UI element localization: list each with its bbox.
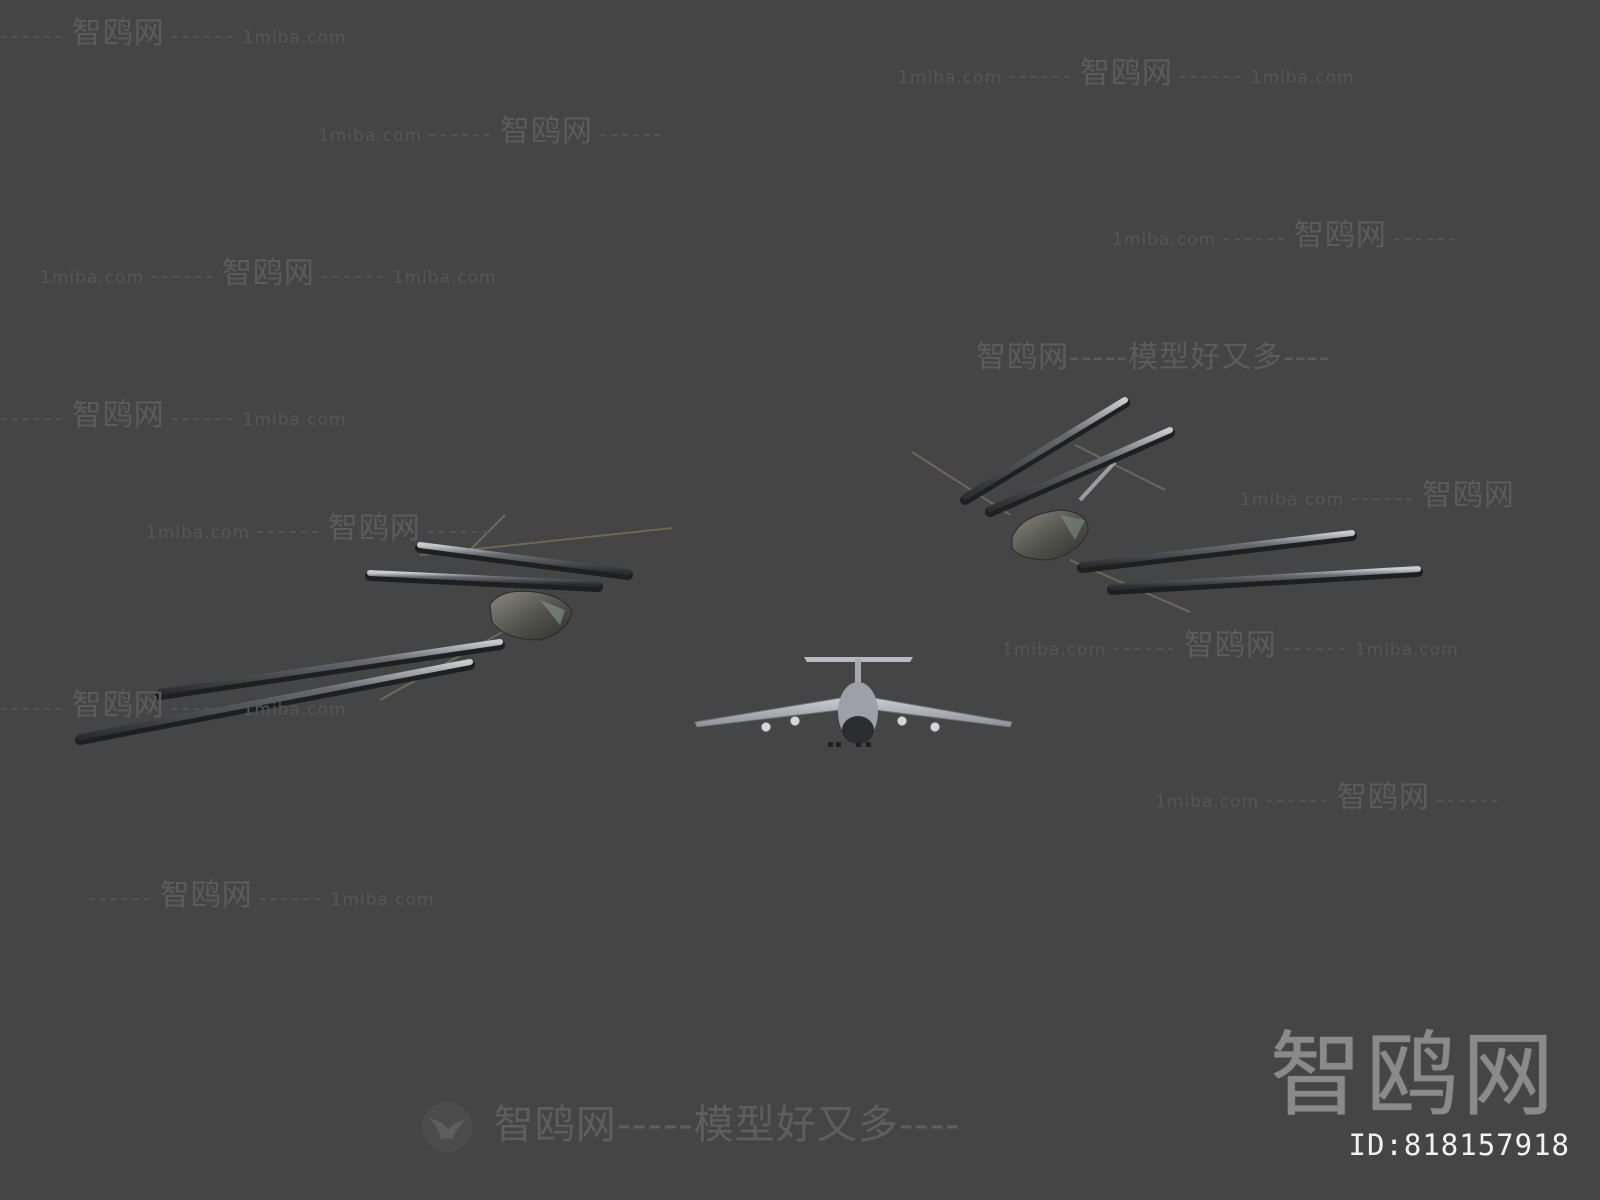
brand-logo-text: 智鸥网 xyxy=(1269,1022,1558,1129)
watermark: 1miba.com ------ 智鸥网 ------ xyxy=(318,114,665,149)
engine-tube xyxy=(415,542,633,580)
watermark: 1miba.com ------ 智鸥网 ------ 1miba.com xyxy=(40,256,497,291)
watermark: 1miba.com ------ 智鸥网 ------ xyxy=(1155,780,1502,815)
watermark: 1miba.com ------ 智鸥网 ------ xyxy=(146,511,493,546)
watermark: ------ 智鸥网 ------ 1miba.com xyxy=(0,16,347,51)
asset-id-label: ID:818157918 xyxy=(1348,1128,1570,1162)
engine-tube xyxy=(365,570,603,592)
cargo-plane-angled-right xyxy=(911,397,1423,613)
watermark: ------ 智鸥网 ------ 1miba.com xyxy=(88,878,435,913)
engine-tube xyxy=(155,639,505,700)
watermark: 1miba.com ------ 智鸥网 ------ xyxy=(1112,218,1459,253)
engine-tube xyxy=(985,427,1175,517)
watermark-slogan: 智鸥网-----模型好又多---- xyxy=(976,340,1331,375)
bird-logo-icon xyxy=(422,1102,472,1152)
fuselage xyxy=(489,590,573,641)
engine-tube xyxy=(960,397,1130,505)
watermark: 1miba.com ------ 智鸥网 xyxy=(1240,478,1515,513)
watermark: ------ 智鸥网 ------ 1miba.com xyxy=(0,688,347,723)
watermark: 1miba.com ------ 智鸥网 ------ 1miba.com xyxy=(898,56,1355,91)
cargo-plane-angled-left xyxy=(75,514,673,745)
engine-tube xyxy=(1077,530,1357,573)
watermark: ------ 智鸥网 ------ 1miba.com xyxy=(0,398,347,433)
engine-tube xyxy=(1107,566,1423,595)
engine-tube xyxy=(75,659,475,745)
cargo-plane-front-view xyxy=(694,657,1013,747)
watermark: 1miba.com ------ 智鸥网 ------ 1miba.com xyxy=(1002,628,1459,663)
watermark-slogan-bottom: 智鸥网-----模型好又多---- xyxy=(420,1092,961,1154)
